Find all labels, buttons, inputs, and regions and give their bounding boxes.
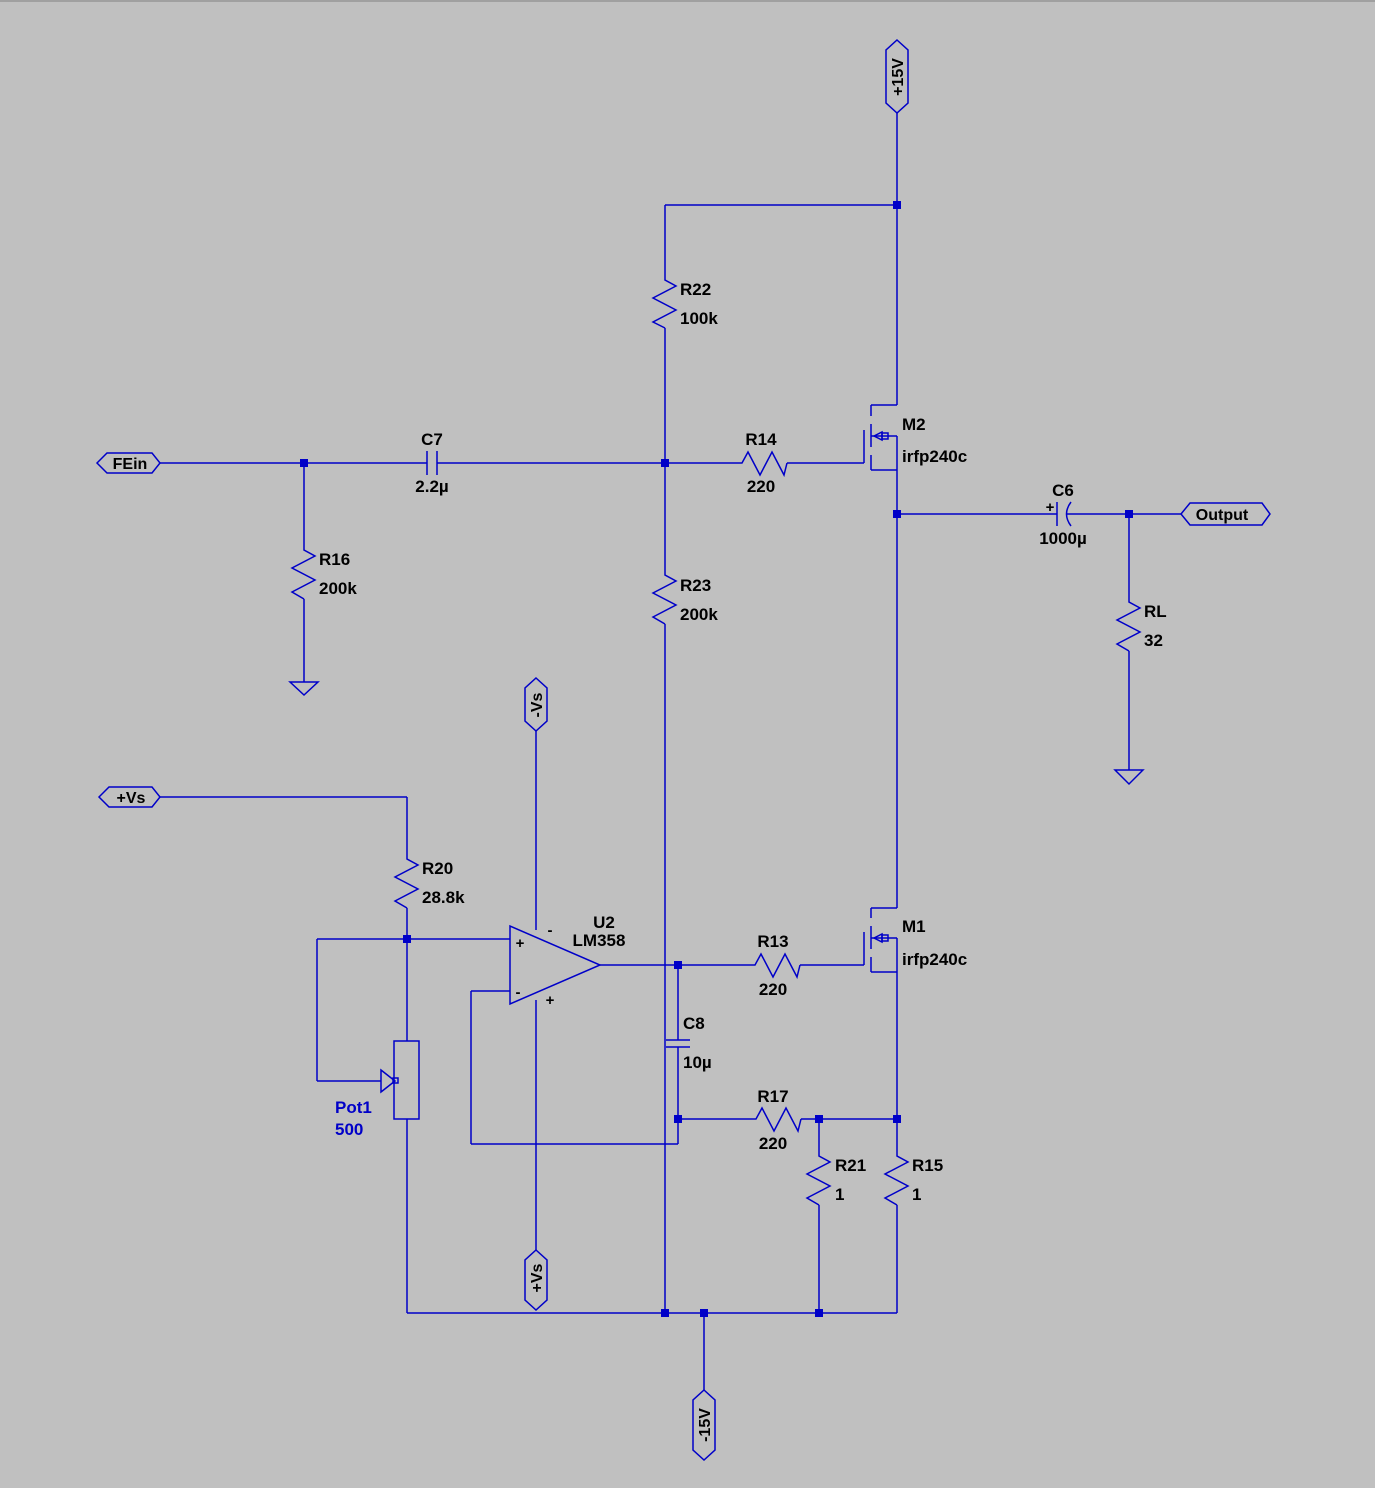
label-pot1-ref: Pot1	[335, 1098, 372, 1117]
label-c6-ref: C6	[1052, 481, 1074, 500]
net-label-neg15v: -15V	[697, 1408, 714, 1442]
resistor-rl[interactable]	[1115, 595, 1142, 652]
junction-dots	[300, 201, 1133, 1317]
resistor-r21[interactable]	[805, 1149, 832, 1206]
net-flag-pos-vs-top[interactable]: +Vs	[97, 786, 161, 808]
wires	[160, 113, 1181, 1390]
label-r21-value: 1	[835, 1185, 844, 1204]
label-c8-ref: C8	[683, 1014, 705, 1033]
label-r14-value: 220	[747, 477, 775, 496]
label-r22-ref: R22	[680, 280, 711, 299]
label-m2-ref: M2	[902, 415, 926, 434]
resistor-r20[interactable]	[393, 852, 420, 909]
net-label-pos-vs-bottom: +Vs	[529, 1263, 546, 1292]
net-label-pos15v: +15V	[890, 58, 907, 96]
label-c8-value: 10µ	[683, 1053, 712, 1072]
net-label-output: Output	[1196, 507, 1249, 524]
net-label-fein: FEin	[113, 456, 148, 473]
label-r17-value: 220	[759, 1134, 787, 1153]
label-u2-supply-minus: -	[548, 922, 553, 939]
label-r20-ref: R20	[422, 859, 453, 878]
resistor-r16[interactable]	[290, 543, 317, 600]
label-c6-value: 1000µ	[1039, 529, 1087, 548]
net-flag-pos15v[interactable]: +15V	[885, 38, 909, 115]
net-flag-fein[interactable]: FEin	[95, 452, 161, 474]
capacitor-c7[interactable]	[426, 451, 438, 475]
label-m2-value: irfp240c	[902, 447, 967, 466]
label-r13-value: 220	[759, 980, 787, 999]
label-pot1-value: 500	[335, 1120, 363, 1139]
resistor-r13[interactable]	[748, 952, 801, 980]
net-label-neg-vs: -Vs	[529, 692, 546, 717]
label-rl-ref: RL	[1144, 602, 1167, 621]
mosfet-m2[interactable]	[863, 404, 898, 471]
label-r21-ref: R21	[835, 1156, 866, 1175]
resistor-r22[interactable]	[651, 273, 678, 329]
net-label-pos-vs-top: +Vs	[117, 790, 146, 807]
net-flag-neg-vs[interactable]: -Vs	[524, 676, 548, 733]
label-c7-value: 2.2µ	[415, 477, 448, 496]
net-flag-neg15v[interactable]: -15V	[692, 1388, 716, 1462]
ground-symbol-r16	[288, 681, 320, 697]
resistor-r14[interactable]	[735, 450, 788, 478]
label-c6-plus: +	[1046, 499, 1055, 516]
label-r14-ref: R14	[745, 430, 777, 449]
label-u2-supply-plus: +	[546, 992, 555, 1009]
label-r22-value: 100k	[680, 309, 718, 328]
capacitor-c8[interactable]	[666, 1039, 690, 1048]
label-r17-ref: R17	[757, 1087, 788, 1106]
label-u2-ref: U2	[593, 913, 615, 932]
label-c7-ref: C7	[421, 430, 443, 449]
resistor-r17[interactable]	[749, 1106, 802, 1134]
label-m1-ref: M1	[902, 917, 926, 936]
resistor-r15[interactable]	[883, 1149, 910, 1206]
label-rl-value: 32	[1144, 631, 1163, 650]
label-u2-minus-input: -	[516, 984, 521, 1001]
opamp-u2[interactable]	[509, 924, 602, 1006]
label-m1-value: irfp240c	[902, 950, 967, 969]
label-r13-ref: R13	[757, 932, 788, 951]
net-flag-pos-vs-bottom[interactable]: +Vs	[524, 1248, 548, 1312]
label-r15-ref: R15	[912, 1156, 943, 1175]
ground-symbol-rl	[1113, 769, 1145, 786]
label-r23-value: 200k	[680, 605, 718, 624]
label-r16-value: 200k	[319, 579, 357, 598]
label-r16-ref: R16	[319, 550, 350, 569]
potentiometer-pot1[interactable]	[380, 1040, 420, 1120]
label-r15-value: 1	[912, 1185, 921, 1204]
capacitor-c6[interactable]	[1056, 501, 1072, 527]
net-flag-output[interactable]: Output	[1180, 502, 1271, 526]
label-u2-plus-input: +	[516, 935, 525, 952]
label-r20-value: 28.8k	[422, 888, 465, 907]
label-r23-ref: R23	[680, 576, 711, 595]
mosfet-m1[interactable]	[863, 907, 898, 973]
resistor-r23[interactable]	[651, 568, 678, 625]
label-u2-value: LM358	[573, 931, 626, 950]
